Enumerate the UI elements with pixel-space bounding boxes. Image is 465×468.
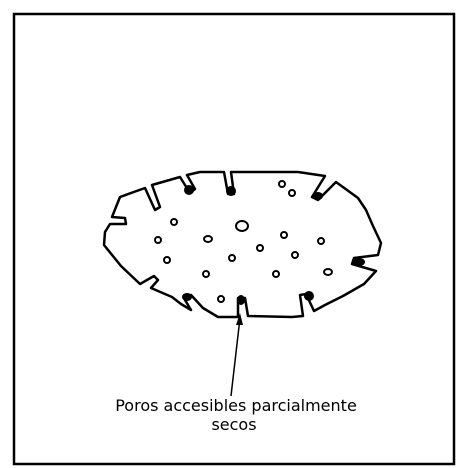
- dry-pore: [313, 192, 323, 200]
- internal-pore: [323, 268, 333, 276]
- figure-frame: [12, 12, 456, 466]
- dry-pores: [182, 185, 365, 305]
- internal-pore: [202, 270, 210, 278]
- internal-pore: [280, 231, 288, 239]
- internal-pore: [291, 251, 299, 259]
- caption-line-2: secos: [211, 415, 256, 434]
- internal-pores: [154, 180, 333, 303]
- internal-pore: [256, 244, 264, 252]
- leader-arrowhead: [236, 313, 243, 325]
- internal-pore: [235, 220, 249, 232]
- internal-pore: [317, 237, 325, 245]
- dry-pore: [237, 295, 245, 305]
- dry-pore: [304, 291, 314, 301]
- grain-outline: [102, 170, 383, 319]
- internal-pore: [288, 189, 296, 197]
- internal-pore: [217, 295, 225, 303]
- caption-line-1: Poros accesibles parcialmente: [115, 396, 357, 415]
- dry-pore: [226, 186, 236, 196]
- internal-pore: [203, 235, 213, 243]
- internal-pore: [272, 270, 280, 278]
- dry-pore: [182, 293, 192, 301]
- internal-pore: [163, 256, 171, 264]
- internal-pore: [228, 254, 236, 262]
- internal-pore: [154, 236, 162, 244]
- leader-line: [230, 317, 241, 397]
- internal-pore: [278, 180, 286, 188]
- internal-pore: [170, 218, 178, 226]
- dry-pore: [353, 258, 365, 266]
- dry-pore: [184, 185, 194, 195]
